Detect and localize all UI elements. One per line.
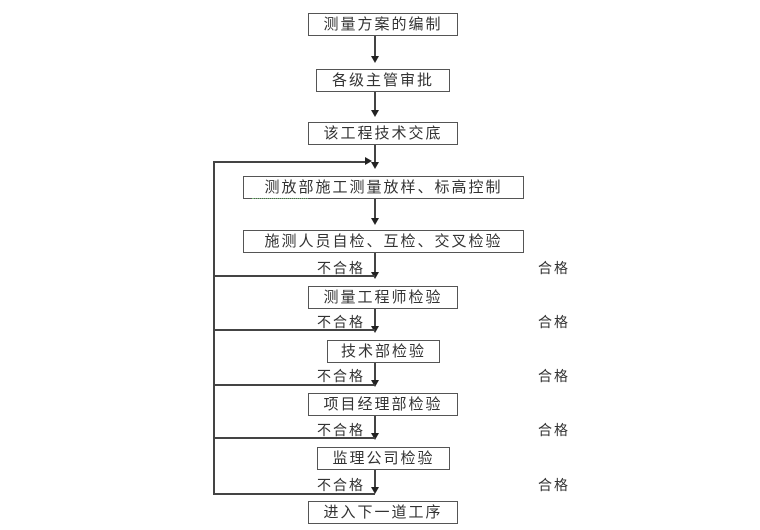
step-next-process: 进入下一道工序 [308, 501, 458, 524]
step-layout-elevation-control: 测放部施工测量放样、标高控制 [243, 176, 524, 199]
step-technical-briefing: 该工程技术交底 [308, 122, 458, 145]
connector [374, 36, 376, 56]
connector [374, 470, 376, 489]
step-survey-engineer-check: 测量工程师检验 [308, 286, 458, 309]
step-technical-dept-check: 技术部检验 [327, 340, 440, 363]
step-supervision-company-check: 监理公司检验 [317, 447, 450, 470]
spellcheck-underline [252, 196, 308, 199]
pass-label: 合格 [538, 315, 570, 331]
step-project-dept-check: 项目经理部检验 [308, 393, 458, 416]
fail-return-line [213, 275, 375, 277]
arrow-down-icon [371, 326, 379, 333]
arrow-right-icon [365, 157, 372, 165]
fail-label: 不合格 [317, 423, 365, 439]
arrow-down-icon [371, 433, 379, 440]
pass-label: 合格 [538, 423, 570, 439]
fail-label: 不合格 [317, 315, 365, 331]
fail-label: 不合格 [317, 261, 365, 277]
connector [374, 309, 376, 328]
feedback-loop-line [213, 161, 215, 495]
fail-return-line [213, 437, 375, 439]
connector [374, 199, 376, 219]
step-supervisor-approval: 各级主管审批 [316, 69, 450, 92]
fail-return-line [213, 329, 375, 331]
connector [374, 145, 376, 163]
connector [374, 416, 376, 435]
pass-label: 合格 [538, 478, 570, 494]
arrow-down-icon [371, 487, 379, 494]
fail-return-line [213, 384, 375, 386]
arrow-down-icon [371, 56, 379, 63]
pass-label: 合格 [538, 369, 570, 385]
arrow-down-icon [371, 218, 379, 225]
connector [374, 253, 376, 273]
pass-label: 合格 [538, 261, 570, 277]
arrow-down-icon [371, 110, 379, 117]
fail-label: 不合格 [317, 369, 365, 385]
connector [374, 92, 376, 110]
arrow-down-icon [371, 162, 379, 169]
fail-return-line [213, 493, 375, 495]
arrow-down-icon [371, 380, 379, 387]
step-survey-plan: 测量方案的编制 [308, 13, 458, 36]
step-self-cross-check: 施测人员自检、互检、交叉检验 [243, 230, 524, 253]
connector [374, 363, 376, 382]
arrow-down-icon [371, 272, 379, 279]
fail-label: 不合格 [317, 478, 365, 494]
feedback-loop-top [213, 161, 365, 163]
